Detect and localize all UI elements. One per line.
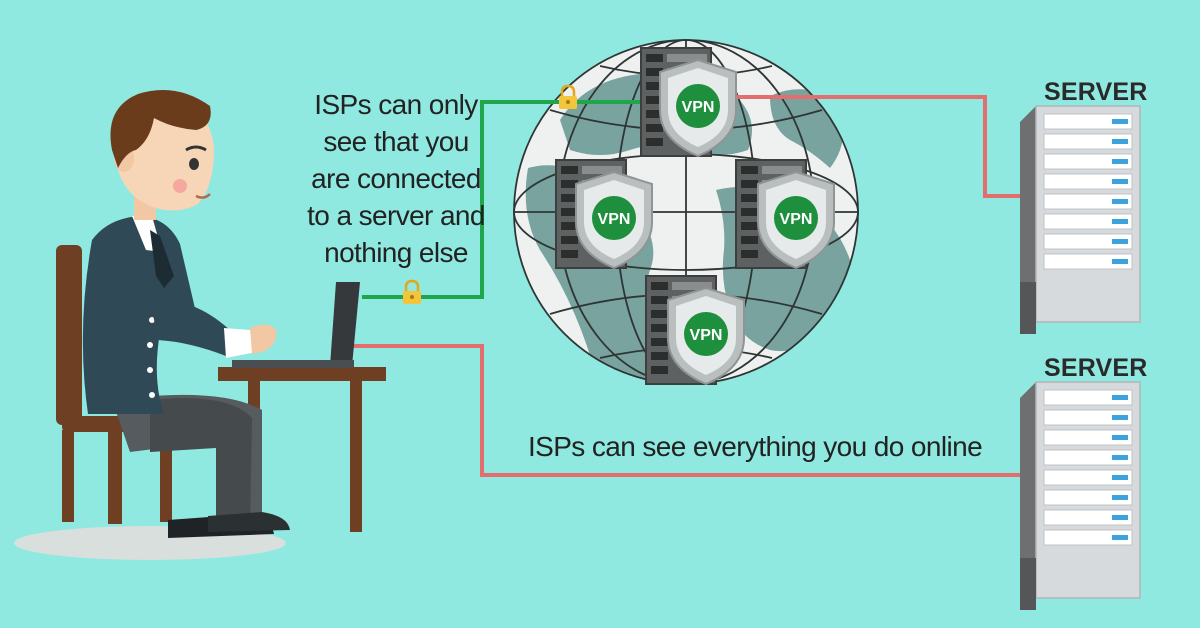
vpn-caption-line: nothing else (324, 237, 468, 268)
vpn-caption-line: to a server and (307, 200, 485, 231)
server-top-label: SERVER (1044, 78, 1148, 106)
lock-icon (401, 279, 423, 306)
laptop-icon (232, 282, 360, 368)
vpn-server-left: VPN (555, 159, 653, 269)
vpn-server-top: VPN (640, 47, 737, 157)
server-bottom-label: SERVER (1044, 354, 1148, 382)
direct-connection-line (352, 344, 1030, 477)
vpn-badge-label: VPN (598, 211, 631, 228)
server-rack-icon (1019, 105, 1141, 335)
vpn-badge-label: VPN (780, 211, 813, 228)
vpn-badge-label: VPN (682, 99, 715, 116)
vpn-path-caption: ISPs can only see that you are connected… (296, 86, 496, 271)
vpn-caption-line: are connected (311, 163, 481, 194)
vpn-server-bottom: VPN (645, 275, 745, 385)
server-connection-line (730, 95, 1030, 198)
vpn-badge-label: VPN (690, 327, 723, 344)
server-rack-icon (1019, 381, 1141, 611)
vpn-caption-line: see that you (323, 126, 469, 157)
direct-path-caption: ISPs can see everything you do online (527, 431, 983, 462)
person-icon (82, 90, 290, 538)
vpn-caption-line: ISPs can only (314, 89, 478, 120)
vpn-server-right: VPN (735, 159, 835, 269)
chair-icon (56, 245, 180, 524)
